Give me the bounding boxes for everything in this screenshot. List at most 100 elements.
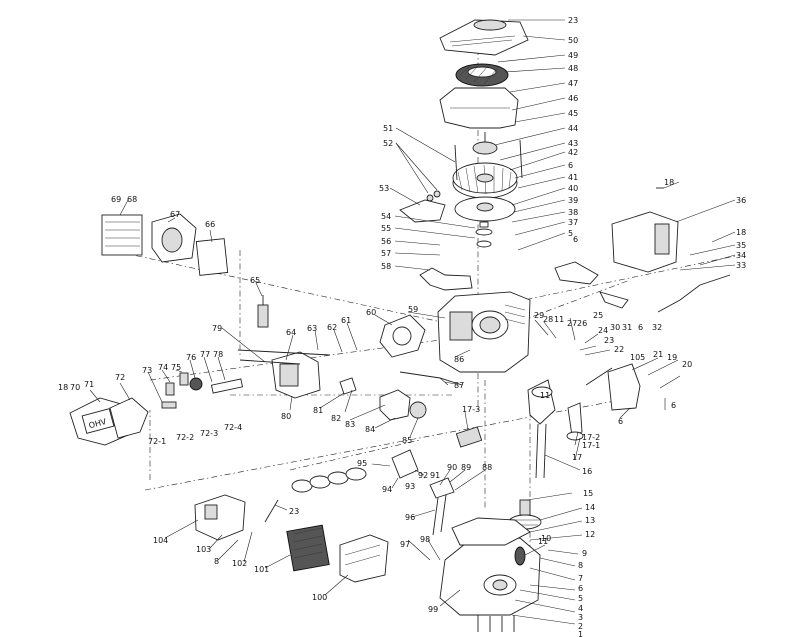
label-7: 7 [578, 574, 583, 583]
label-6-bracket: 6 [573, 235, 578, 244]
label-67: 67 [170, 210, 180, 219]
label-22: 22 [614, 345, 624, 354]
label-26: 26 [577, 319, 587, 328]
label-8: 8 [578, 561, 583, 570]
label-69: 69 [111, 195, 121, 204]
label-12: 12 [585, 530, 595, 539]
label-60: 60 [366, 308, 376, 317]
label-75: 75 [171, 363, 181, 372]
label-6-cover: 6 [578, 584, 583, 593]
label-30: 30 [610, 323, 620, 332]
label-89: 89 [461, 463, 471, 472]
label-42: 42 [568, 148, 578, 157]
label-44: 44 [568, 124, 578, 133]
label-16: 16 [582, 467, 592, 476]
piston-rings [291, 467, 367, 493]
label-72-2: 72-2 [176, 433, 194, 442]
label-23-left: 23 [289, 507, 299, 516]
label-71: 71 [84, 380, 94, 389]
piston [455, 426, 483, 448]
label-70: 70 [70, 383, 80, 392]
air-filter-gasket [195, 238, 229, 276]
parts: OHV [69, 19, 731, 632]
label-78: 78 [213, 350, 223, 359]
label-24: 24 [598, 326, 608, 335]
label-84: 84 [365, 425, 375, 434]
recoil-starter [455, 63, 509, 87]
label-6-top: 6 [568, 161, 573, 170]
flywheel-disk [454, 196, 516, 222]
label-79: 79 [212, 324, 222, 333]
label-17: 17 [572, 453, 582, 462]
label-33: 33 [736, 261, 746, 270]
label-48: 48 [568, 64, 578, 73]
washers [475, 221, 493, 248]
label-58: 58 [381, 262, 391, 271]
governor-lever [599, 291, 629, 309]
label-6-far: 6 [671, 401, 676, 410]
throttle-link [399, 371, 463, 386]
label-4: 4 [578, 604, 583, 613]
cover-bolts [477, 615, 515, 632]
label-5-top: 5 [568, 229, 573, 238]
label-40: 40 [568, 184, 578, 193]
label-6-right: 6 [638, 323, 643, 332]
label-25: 25 [593, 311, 603, 320]
label-50: 50 [568, 36, 578, 45]
oil-slinger [514, 546, 526, 566]
fuel-tank [611, 211, 679, 273]
label-62: 62 [327, 323, 337, 332]
label-29: 29 [534, 311, 544, 320]
piston-body [391, 449, 419, 479]
label-87: 87 [454, 381, 464, 390]
carburetor [339, 377, 427, 421]
label-28: 28 [543, 315, 553, 324]
label-9: 9 [582, 549, 587, 558]
starter-pulley [472, 132, 498, 155]
label-83: 83 [345, 420, 355, 429]
filter-element [286, 524, 330, 572]
label-23-mid: 23 [604, 336, 614, 345]
label-72-3: 72-3 [200, 429, 218, 438]
label-6-bottom: 6 [618, 417, 623, 426]
label-102: 102 [232, 559, 247, 568]
label-101: 101 [254, 565, 269, 574]
air-cleaner-cover [339, 534, 389, 583]
label-91: 91 [430, 471, 440, 480]
label-85: 85 [402, 436, 412, 445]
label-76: 76 [186, 353, 196, 362]
label-61: 61 [341, 316, 351, 325]
cylinder-gasket [379, 314, 426, 358]
label-46: 46 [568, 94, 578, 103]
label-18-top: 18 [664, 178, 674, 187]
label-17-3: 17-3 [462, 405, 480, 414]
breather-tube [264, 499, 279, 523]
intake-tube [419, 267, 473, 291]
label-55: 55 [381, 224, 391, 233]
label-31: 31 [622, 323, 632, 332]
muffler [271, 351, 321, 399]
fuel-cap-cover [439, 19, 529, 56]
label-81: 81 [313, 406, 323, 415]
label-93: 93 [405, 482, 415, 491]
valve-springs [161, 372, 244, 409]
connecting-rod [566, 402, 584, 441]
control-bracket [607, 363, 641, 411]
label-39: 39 [568, 196, 578, 205]
label-96: 96 [405, 513, 415, 522]
fan-housing [439, 87, 519, 129]
label-52: 52 [383, 139, 393, 148]
label-54: 54 [381, 212, 391, 221]
label-13: 13 [585, 516, 595, 525]
fuel-line [657, 274, 731, 313]
label-98: 98 [420, 535, 430, 544]
label-1: 1 [578, 630, 583, 637]
label-57: 57 [381, 249, 391, 258]
label-3: 3 [578, 613, 583, 622]
label-17-2: 17-2 [582, 433, 600, 442]
label-8-left: 8 [214, 557, 219, 566]
label-43: 43 [568, 139, 578, 148]
lever-rod [585, 367, 613, 386]
label-94: 94 [382, 485, 392, 494]
label-47: 47 [568, 79, 578, 88]
